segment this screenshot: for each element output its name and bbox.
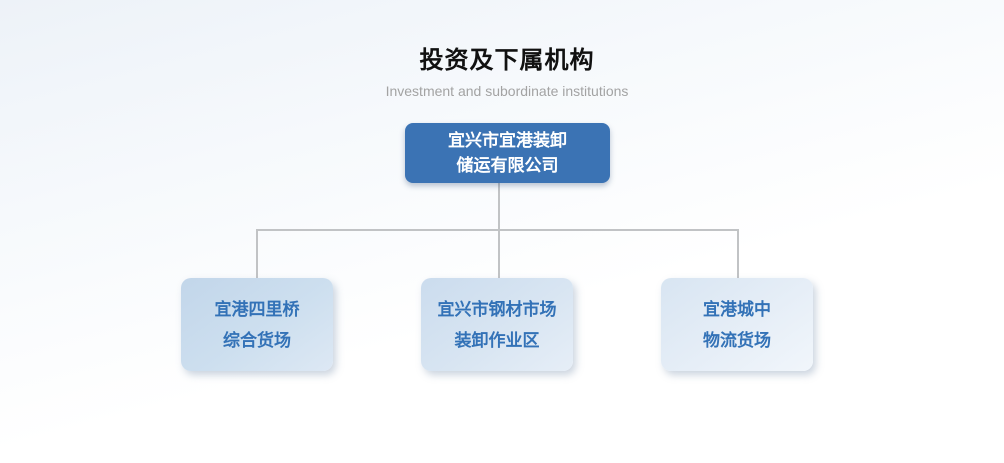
connector-horizontal bbox=[256, 229, 739, 231]
org-node-child-silijiao-yard: 宜港四里桥 综合货场 bbox=[181, 278, 333, 371]
connector-drop-left bbox=[256, 229, 258, 278]
connector-drop-middle bbox=[498, 229, 500, 278]
page-subtitle: Investment and subordinate institutions bbox=[385, 83, 629, 99]
connector-root-stem bbox=[498, 183, 500, 230]
connector-drop-right bbox=[737, 229, 739, 278]
org-node-child-1-line2: 综合货场 bbox=[223, 330, 291, 350]
org-node-child-2-line1: 宜兴市钢材市场 bbox=[437, 299, 557, 319]
page-title: 投资及下属机构 bbox=[419, 47, 595, 74]
org-node-root-line2: 储运有限公司 bbox=[456, 156, 559, 175]
org-node-child-3-line2: 物流货场 bbox=[703, 330, 771, 350]
page-header: 投资及下属机构 Investment and subordinate insti… bbox=[0, 46, 1004, 100]
org-node-root-line1: 宜兴市宜港装卸 bbox=[448, 131, 567, 150]
org-node-child-2-line2: 装卸作业区 bbox=[454, 330, 540, 350]
org-node-child-steel-market-area: 宜兴市钢材市场 装卸作业区 bbox=[421, 278, 573, 371]
org-node-child-3-line1: 宜港城中 bbox=[703, 299, 771, 319]
org-node-root: 宜兴市宜港装卸 储运有限公司 bbox=[405, 123, 610, 183]
org-node-child-chengzhong-logistics: 宜港城中 物流货场 bbox=[661, 278, 813, 371]
org-node-child-1-line1: 宜港四里桥 bbox=[214, 299, 300, 319]
